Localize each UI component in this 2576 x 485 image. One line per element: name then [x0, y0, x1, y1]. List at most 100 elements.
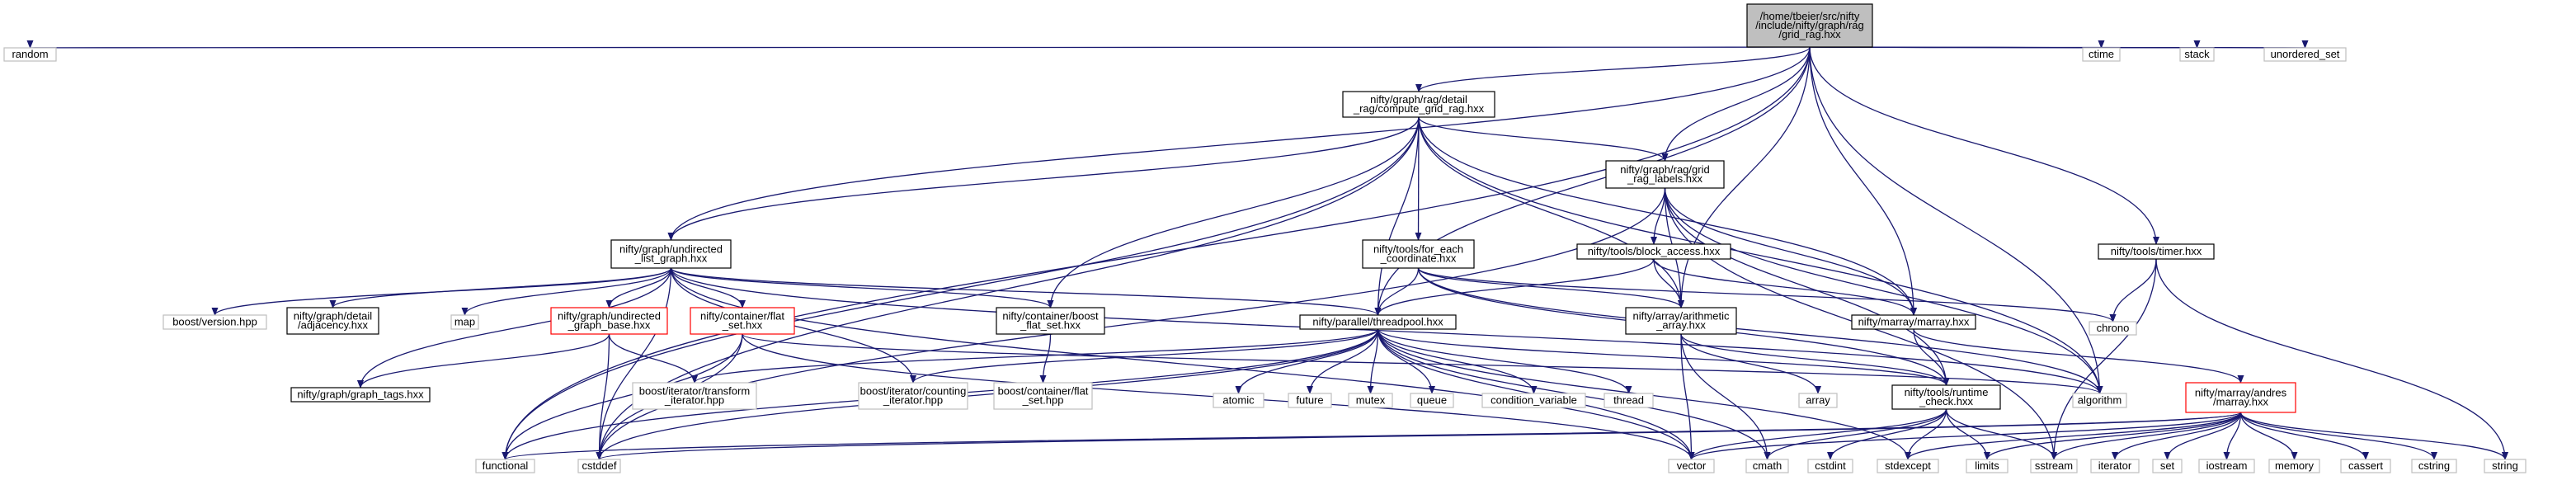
node-grid_rag[interactable]: /home/tbeier/src/nifty/include/nifty/gra…	[1746, 3, 1873, 48]
node-label-runtime_check-line-1: nifty/tools/runtime	[1905, 386, 1989, 398]
node-label-adjacency-line-2: /adjacency.hxx	[298, 319, 369, 332]
node-set[interactable]: set	[2152, 459, 2183, 473]
node-mutex[interactable]: mutex	[1348, 393, 1393, 408]
node-box-compute_grid_rag	[1342, 91, 1495, 118]
node-label-andres_marray-line-2: /marray.hxx	[2213, 396, 2268, 408]
edge-threadpool-to-runtime_check	[1377, 328, 1950, 386]
node-vector[interactable]: vector	[1668, 459, 1715, 473]
node-runtime_check[interactable]: nifty/tools/runtime_check.hxx	[1891, 384, 2001, 410]
node-random[interactable]: random	[3, 47, 57, 62]
edge-undirected_graph_base-to-cstddef	[596, 333, 610, 460]
node-label-counting_iterator-line-2: _iterator.hpp	[883, 394, 943, 407]
edge-undirected_list_graph-to-cstddef	[596, 267, 672, 460]
node-boost_flat_set_hpp[interactable]: boost/container/flat_set.hpp	[993, 382, 1093, 410]
node-algorithm[interactable]: algorithm	[2072, 393, 2127, 408]
node-marray[interactable]: nifty/marray/marray.hxx	[1851, 314, 1976, 330]
node-label-mutex: mutex	[1356, 394, 1386, 407]
node-label-sstream: sstream	[2035, 459, 2073, 472]
node-label-stdexcept: stdexcept	[1885, 459, 1931, 472]
node-cstring[interactable]: cstring	[2411, 459, 2457, 473]
node-arithmetic_array[interactable]: nifty/array/arithmetic_array.hxx	[1625, 307, 1737, 335]
node-string[interactable]: string	[2484, 459, 2527, 473]
node-box-vector	[1668, 459, 1715, 473]
node-memory[interactable]: memory	[2268, 459, 2320, 473]
node-adjacency[interactable]: nifty/graph/detail/adjacency.hxx	[286, 307, 379, 335]
node-label-cmath: cmath	[1753, 459, 1782, 472]
node-label-future: future	[1296, 394, 1323, 407]
node-unordered_set[interactable]: unordered_set	[2263, 47, 2347, 62]
node-iostream[interactable]: iostream	[2198, 459, 2255, 473]
node-label-transform_iterator-line-1: boost/iterator/transform	[639, 385, 750, 398]
node-box-ctime	[2082, 47, 2121, 62]
node-queue[interactable]: queue	[1410, 393, 1454, 408]
node-label-thread: thread	[1613, 394, 1644, 407]
node-label-arithmetic_array-line-2: _array.hxx	[1655, 319, 1706, 332]
node-cstddef[interactable]: cstddef	[577, 459, 621, 473]
edge-compute_grid_rag-to-threadpool	[1374, 116, 1420, 316]
node-label-transform_iterator-line-2: _iterator.hpp	[664, 394, 724, 407]
edge-andres_marray-to-memory	[2239, 412, 2298, 460]
node-cmath[interactable]: cmath	[1745, 459, 1789, 473]
node-label-timer: nifty/tools/timer.hxx	[2111, 245, 2202, 257]
edge-andres_marray-to-iterator	[2112, 412, 2242, 460]
edge-grid_rag-to-arithmetic_array	[1678, 46, 1811, 308]
node-label-for_each_coordinate-line-2: _coordinate.hxx	[1380, 252, 1457, 265]
edge-block_access-to-threadpool	[1374, 258, 1655, 316]
node-iterator[interactable]: iterator	[2090, 459, 2140, 473]
edge-compute_grid_rag-to-arithmetic_array	[1418, 116, 1684, 308]
node-limits[interactable]: limits	[1966, 459, 2009, 473]
node-stdexcept[interactable]: stdexcept	[1877, 459, 1939, 473]
node-andres_marray[interactable]: nifty/marray/andres/marray.hxx	[2185, 382, 2296, 413]
node-label-algorithm: algorithm	[2078, 394, 2122, 407]
node-counting_iterator[interactable]: boost/iterator/counting_iterator.hpp	[858, 382, 968, 410]
node-grid_rag_labels[interactable]: nifty/graph/rag/grid_rag_labels.hxx	[1605, 160, 1725, 189]
edge-grid_rag_labels-to-runtime_check	[1664, 187, 1950, 386]
node-future[interactable]: future	[1288, 393, 1332, 408]
node-label-boost_flat_set_hxx-line-1: nifty/container/boost	[1002, 310, 1099, 323]
node-boost_version[interactable]: boost/version.hpp	[162, 314, 267, 330]
edge-for_each_coordinate-to-arithmetic_array	[1417, 267, 1684, 308]
node-label-memory: memory	[2275, 459, 2314, 472]
node-cassert[interactable]: cassert	[2340, 459, 2391, 473]
node-label-cassert: cassert	[2348, 459, 2383, 472]
node-ctime[interactable]: ctime	[2082, 47, 2121, 62]
node-for_each_coordinate[interactable]: nifty/tools/for_each_coordinate.hxx	[1362, 239, 1475, 269]
node-box-boost_flat_set_hpp	[993, 382, 1093, 410]
node-thread[interactable]: thread	[1604, 393, 1654, 408]
node-box-arithmetic_array	[1625, 307, 1737, 335]
node-undirected_list_graph[interactable]: nifty/graph/undirected_list_graph.hxx	[610, 239, 732, 269]
node-container_flat_set[interactable]: nifty/container/flat_set.hxx	[690, 307, 795, 335]
node-graph_tags[interactable]: nifty/graph/graph_tags.hxx	[290, 387, 431, 403]
node-box-functional	[475, 459, 535, 473]
node-threadpool[interactable]: nifty/parallel/threadpool.hxx	[1299, 314, 1457, 330]
edge-compute_grid_rag-to-undirected_list_graph	[667, 116, 1420, 241]
node-cstdint[interactable]: cstdint	[1807, 459, 1853, 473]
node-transform_iterator[interactable]: boost/iterator/transform_iterator.hpp	[632, 382, 757, 410]
node-chrono[interactable]: chrono	[2089, 321, 2137, 336]
node-functional[interactable]: functional	[475, 459, 535, 473]
node-label-stack: stack	[2184, 48, 2210, 60]
node-sstream[interactable]: sstream	[2030, 459, 2078, 473]
node-label-condition_variable: condition_variable	[1491, 394, 1577, 407]
node-box-stdexcept	[1877, 459, 1939, 473]
node-block_access[interactable]: nifty/tools/block_access.hxx	[1576, 243, 1731, 260]
edge-grid_rag_labels-to-marray	[1664, 187, 1917, 316]
edge-boost_flat_set_hxx-to-boost_flat_set_hpp	[1039, 333, 1052, 384]
node-box-algorithm	[2072, 393, 2127, 408]
node-box-boost_version	[162, 314, 267, 330]
node-label-chrono: chrono	[2097, 322, 2130, 334]
nodes-layer: /home/tbeier/src/nifty/include/nifty/gra…	[3, 3, 2527, 473]
node-timer[interactable]: nifty/tools/timer.hxx	[2098, 243, 2215, 260]
node-label-undirected_list_graph-line-1: nifty/graph/undirected	[619, 243, 723, 256]
node-condition_variable[interactable]: condition_variable	[1481, 393, 1586, 408]
node-atomic[interactable]: atomic	[1213, 393, 1264, 408]
node-undirected_graph_base[interactable]: nifty/graph/undirected_graph_base.hxx	[550, 307, 668, 335]
edge-andres_marray-to-cassert	[2239, 412, 2369, 460]
node-array[interactable]: array	[1798, 393, 1838, 408]
node-box-memory	[2268, 459, 2320, 473]
node-compute_grid_rag[interactable]: nifty/graph/rag/detail_rag/compute_grid_…	[1342, 91, 1495, 118]
node-stack[interactable]: stack	[2179, 47, 2215, 62]
node-label-grid_rag-line-2: /include/nifty/graph/rag	[1755, 19, 1864, 31]
node-map[interactable]: map	[450, 314, 479, 330]
node-boost_flat_set_hxx[interactable]: nifty/container/boost_flat_set.hxx	[996, 307, 1105, 335]
